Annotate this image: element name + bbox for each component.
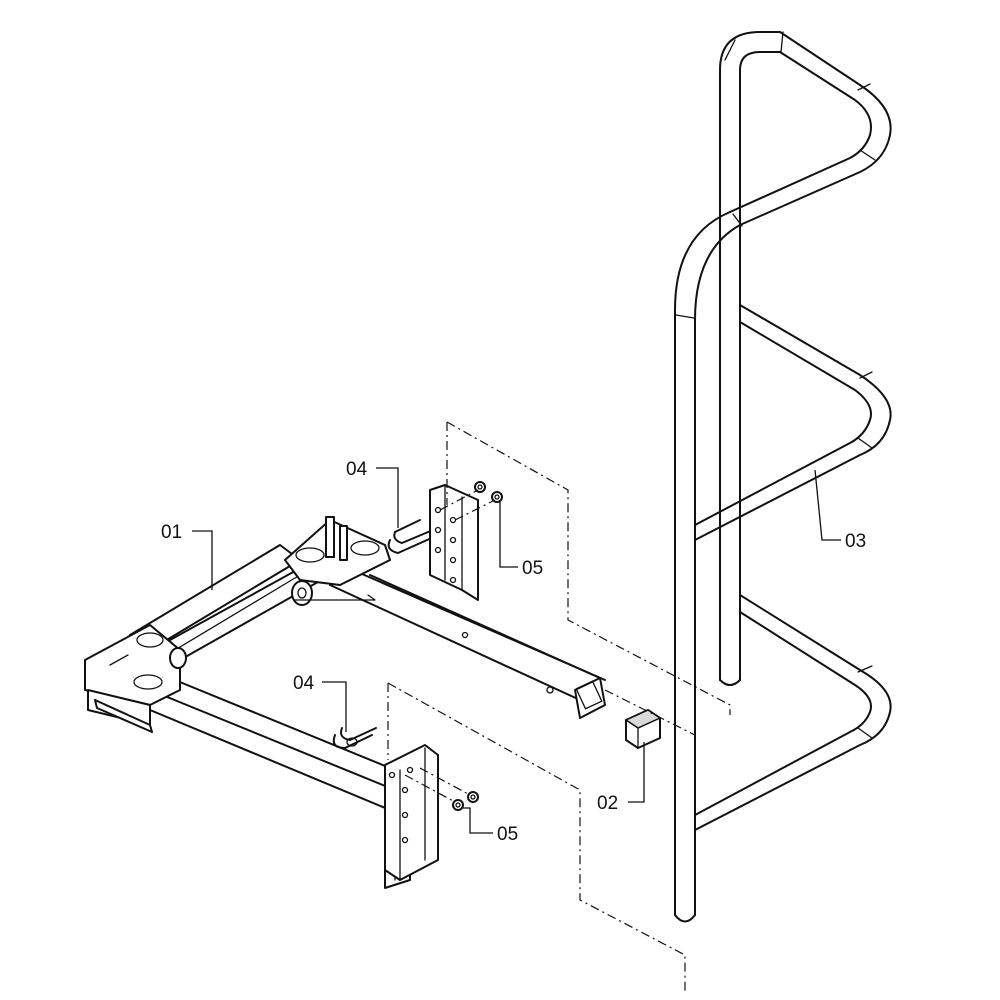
callout-labels: 01 04 05 04 05 02 03 <box>161 459 866 845</box>
part-04-u-bolt-lower <box>332 727 377 749</box>
assembly-lines <box>387 421 731 992</box>
callout-05-upper: 05 <box>522 558 543 579</box>
part-05-nuts-lower <box>404 767 479 811</box>
part-03-grab-handle <box>674 31 892 923</box>
callout-02: 02 <box>597 793 618 814</box>
callout-05-lower: 05 <box>497 824 518 845</box>
part-02-end-cap <box>624 709 662 749</box>
callout-04-upper: 04 <box>346 459 368 480</box>
leader-lines <box>192 467 841 834</box>
callout-04-lower: 04 <box>293 673 315 694</box>
callout-01: 01 <box>161 522 182 543</box>
callout-03: 03 <box>845 531 866 552</box>
part-04-u-bolt-upper <box>387 519 441 554</box>
lower-clamp-bracket <box>384 744 439 881</box>
part-01-base-frame <box>84 516 606 889</box>
part-05-nuts-upper <box>439 481 503 521</box>
upper-clamp-bracket <box>429 484 479 601</box>
